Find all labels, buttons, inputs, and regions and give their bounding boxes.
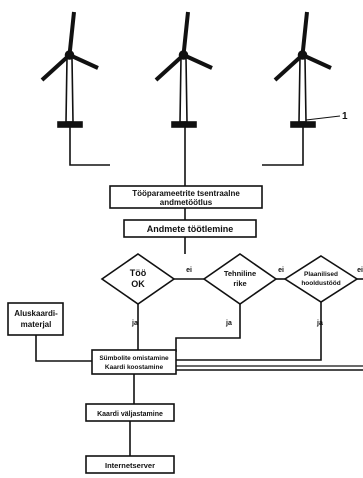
symbol-assignment-label-2: Kaardi koostamine (105, 364, 164, 371)
central-processing-label-2: andmetöötlus (160, 198, 213, 207)
decision-planned (283, 255, 359, 303)
connector-turbines-to-central (69, 127, 304, 186)
tech-fault-label-2: rike (233, 279, 246, 288)
base-map-connector (35, 335, 92, 362)
internet-server-label: Internetserver (105, 461, 155, 470)
yes-label-2: ja (225, 320, 232, 327)
central-processing-box (109, 185, 263, 209)
symbol-assignment-label-1: Sümbolite omistamine (99, 355, 169, 362)
wind-turbine-2 (154, 11, 213, 128)
base-map-label-2: materjal (21, 320, 52, 329)
tech-fault-label-1: Tehniline (224, 269, 256, 278)
base-map-box (7, 302, 64, 336)
planned-label-1: Plaanilised (304, 271, 338, 278)
yes-label-3: ja (316, 320, 323, 327)
wind-turbine-1 (40, 11, 99, 128)
internet-server-box (85, 455, 175, 474)
yes-label-1: ja (131, 320, 138, 327)
no-label-1: ei (186, 267, 192, 274)
map-output-label: Kaardi väljastamine (97, 411, 163, 418)
no-label-3: ei (357, 267, 363, 274)
symbol-assignment-box (91, 349, 177, 375)
work-ok-label-2: OK (131, 279, 145, 289)
yes-branch-planned (176, 302, 322, 361)
work-ok-label-1: Töö (130, 268, 147, 278)
data-processing-box (123, 219, 257, 238)
turbine-ref-label: 1 (342, 111, 348, 122)
central-processing-label-1: Tööparameetrite tsentraalne (132, 189, 240, 198)
planned-label-2: hooldustööd (301, 280, 340, 287)
base-map-label-1: Aluskaardi- (14, 309, 58, 318)
turbine-leader-line (305, 115, 341, 121)
wind-turbine-3 (273, 11, 332, 128)
data-processing-label: Andmete töötlemine (147, 224, 234, 234)
yes-branch-tech-fault (175, 304, 241, 352)
no-label-2: ei (278, 267, 284, 274)
